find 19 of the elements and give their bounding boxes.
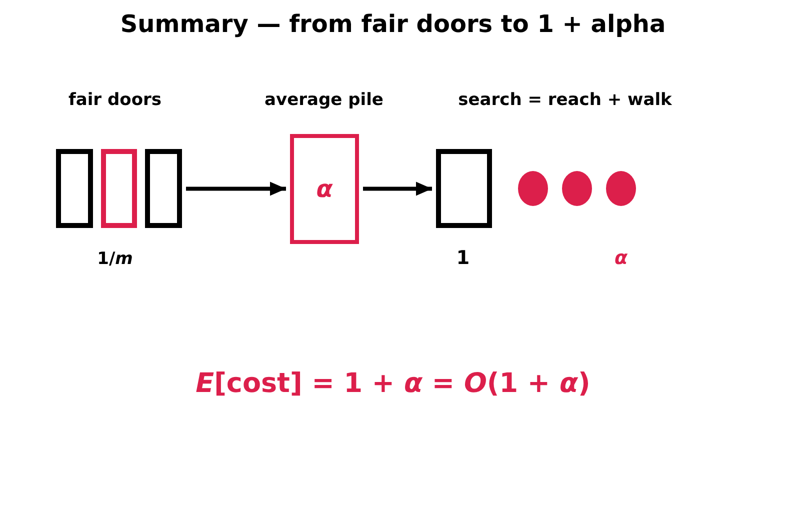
pile-label: α: [316, 176, 333, 202]
door-box: [101, 149, 137, 228]
cost-label: 1: [456, 246, 470, 270]
key-dot: [606, 171, 636, 206]
probability-label: 1/m: [97, 248, 133, 270]
title: Summary — from fair doors to 1 + alpha: [120, 10, 666, 39]
pile-box: [290, 134, 359, 244]
door-box: [145, 149, 182, 228]
door-box: [56, 149, 93, 228]
cost-label: α: [614, 246, 628, 270]
arrow: [363, 182, 432, 196]
key-dot: [518, 171, 548, 206]
arrow: [186, 182, 286, 196]
search-box: [436, 149, 492, 228]
section-heading: average pile: [264, 90, 384, 110]
cost-formula: E[cost] = 1 + α = O(1 + α): [196, 368, 590, 400]
key-dot: [562, 171, 592, 206]
section-heading: search = reach + walk: [458, 90, 672, 110]
section-heading: fair doors: [68, 90, 162, 110]
